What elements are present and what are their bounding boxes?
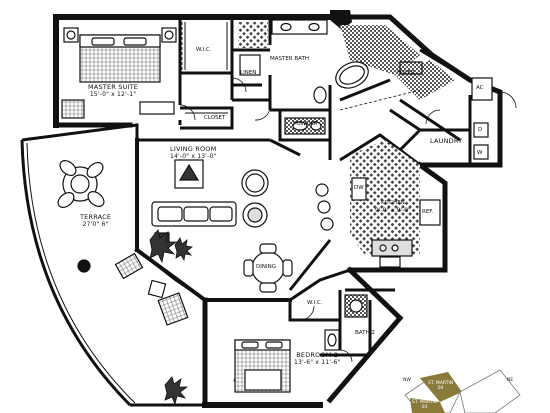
key-plan-east: NE — [507, 378, 514, 383]
terrace-furniture — [57, 160, 189, 326]
dashed-lines — [181, 22, 421, 160]
dw-label: DW — [354, 185, 364, 191]
dining-label: DINING — [256, 264, 276, 270]
key-plan-tower-a-name: ST. MARTIN — [428, 381, 454, 386]
closet-label: CLOSET — [204, 115, 226, 121]
living-room-label: LIVING ROOM 14'-0" x 13'-0" — [170, 145, 217, 161]
key-plan-north: NW — [403, 378, 411, 383]
dining-set — [243, 243, 293, 293]
wic-bed2-label: W.I.C. — [307, 300, 323, 306]
tile-floors — [238, 22, 455, 255]
bedroom-2-dims: 13'-6" x 11'-6" — [294, 359, 341, 366]
kitchen-appliances — [351, 177, 441, 268]
master-suite-dims: 15'-0" x 12'-1" — [89, 91, 137, 98]
key-plan — [404, 369, 521, 413]
kitchen-dims: 9'-0" x 9'-0" — [375, 207, 411, 214]
key-plan-tower-b-name: ST. MARTIN — [412, 400, 438, 405]
foyer-label: FOYER — [397, 70, 415, 76]
door-swings — [179, 77, 517, 363]
laundry-label: LAUNDRY — [430, 137, 463, 145]
master-bed — [61, 27, 177, 119]
master-suite-name: MASTER SUITE — [88, 83, 139, 91]
bedroom-2-label: BEDROOM 2 13'-6" x 11'-6" — [294, 351, 341, 367]
powder-label: POWDER — [293, 121, 318, 127]
terrace-name: TERRACE — [80, 213, 112, 221]
bedroom-2-bed — [234, 339, 291, 393]
dryer-label: D — [478, 127, 483, 133]
master-bath-fixtures — [239, 19, 369, 104]
living-room-furniture — [151, 159, 269, 248]
bedroom-2-name: BEDROOM 2 — [296, 351, 339, 359]
washer-label: W — [477, 150, 483, 156]
living-room-dims: 14'-0" x 13'-0" — [170, 153, 217, 160]
kitchen-label: KITCHEN 9'-0" x 9'-0" — [375, 200, 411, 214]
terrace-label: TERRACE 27'0" 6" — [80, 213, 112, 229]
terrace-dims: 27'0" 6" — [82, 221, 109, 228]
terrace-area — [20, 123, 206, 407]
key-plan-tower-a-num: 04 — [437, 386, 444, 391]
closet-shelving — [184, 22, 228, 114]
living-room-name: LIVING ROOM — [170, 145, 217, 153]
bar-stools — [315, 183, 334, 231]
key-plan-tower-b-num: 03 — [421, 405, 428, 410]
kitchen-name: KITCHEN — [380, 200, 405, 206]
powder-room-fixtures — [284, 117, 326, 135]
linen-label: LINEN — [240, 70, 257, 76]
laundry-appliances — [399, 61, 493, 160]
bath-2-label: BATH 2 — [355, 330, 375, 336]
bath-2-fixtures — [324, 294, 368, 351]
wic-master-label: W.I.C. — [196, 47, 212, 53]
master-suite-label: MASTER SUITE 15'-0" x 12'-1" — [88, 83, 139, 99]
key-plan-tower-a: ST. MARTIN 04 — [428, 381, 453, 391]
ac-label: AC — [476, 85, 484, 91]
ref-label: REF. — [422, 209, 434, 215]
key-plan-tower-b: ST. MARTIN 03 — [412, 400, 437, 410]
master-bath-label: MASTER BATH — [270, 56, 310, 62]
